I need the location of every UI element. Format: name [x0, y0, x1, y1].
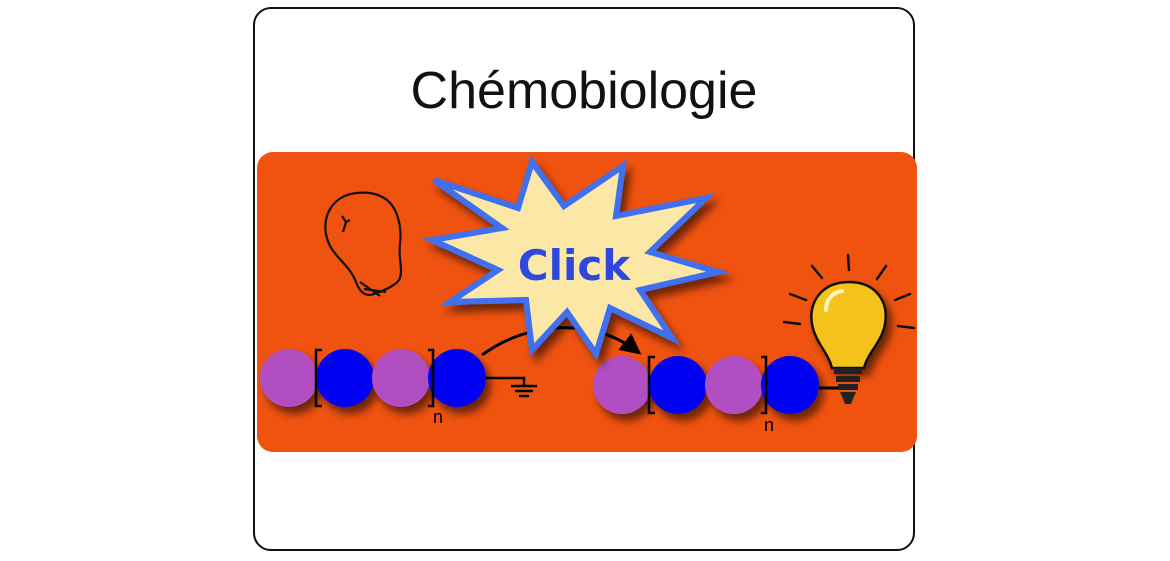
bead-purple-3 — [593, 356, 651, 414]
ground-symbol-icon — [486, 376, 537, 398]
bead-purple-1 — [260, 349, 318, 407]
bead-purple-4 — [705, 356, 763, 414]
bead-blue-2 — [428, 349, 486, 407]
left-polymer-chain — [260, 349, 486, 407]
lit-bulb-icon — [782, 253, 916, 404]
unlit-bulb-icon — [324, 191, 403, 297]
right-polymer-chain — [593, 356, 819, 414]
right-bracket-close — [761, 355, 768, 415]
click-burst-icon — [421, 155, 730, 361]
click-label: Click — [518, 241, 632, 290]
left-bracket-open — [314, 348, 322, 408]
bead-blue-1 — [316, 349, 374, 407]
subscript-right: n — [764, 415, 774, 435]
bead-purple-2 — [372, 349, 430, 407]
bead-blue-4 — [761, 356, 819, 414]
right-bracket-open — [647, 355, 655, 415]
left-bracket-close — [428, 348, 435, 408]
page-title: Chémobiologie — [410, 62, 758, 120]
subscript-left: n — [433, 407, 443, 427]
reaction-arrow-icon — [481, 326, 642, 357]
bead-blue-3 — [649, 356, 707, 414]
